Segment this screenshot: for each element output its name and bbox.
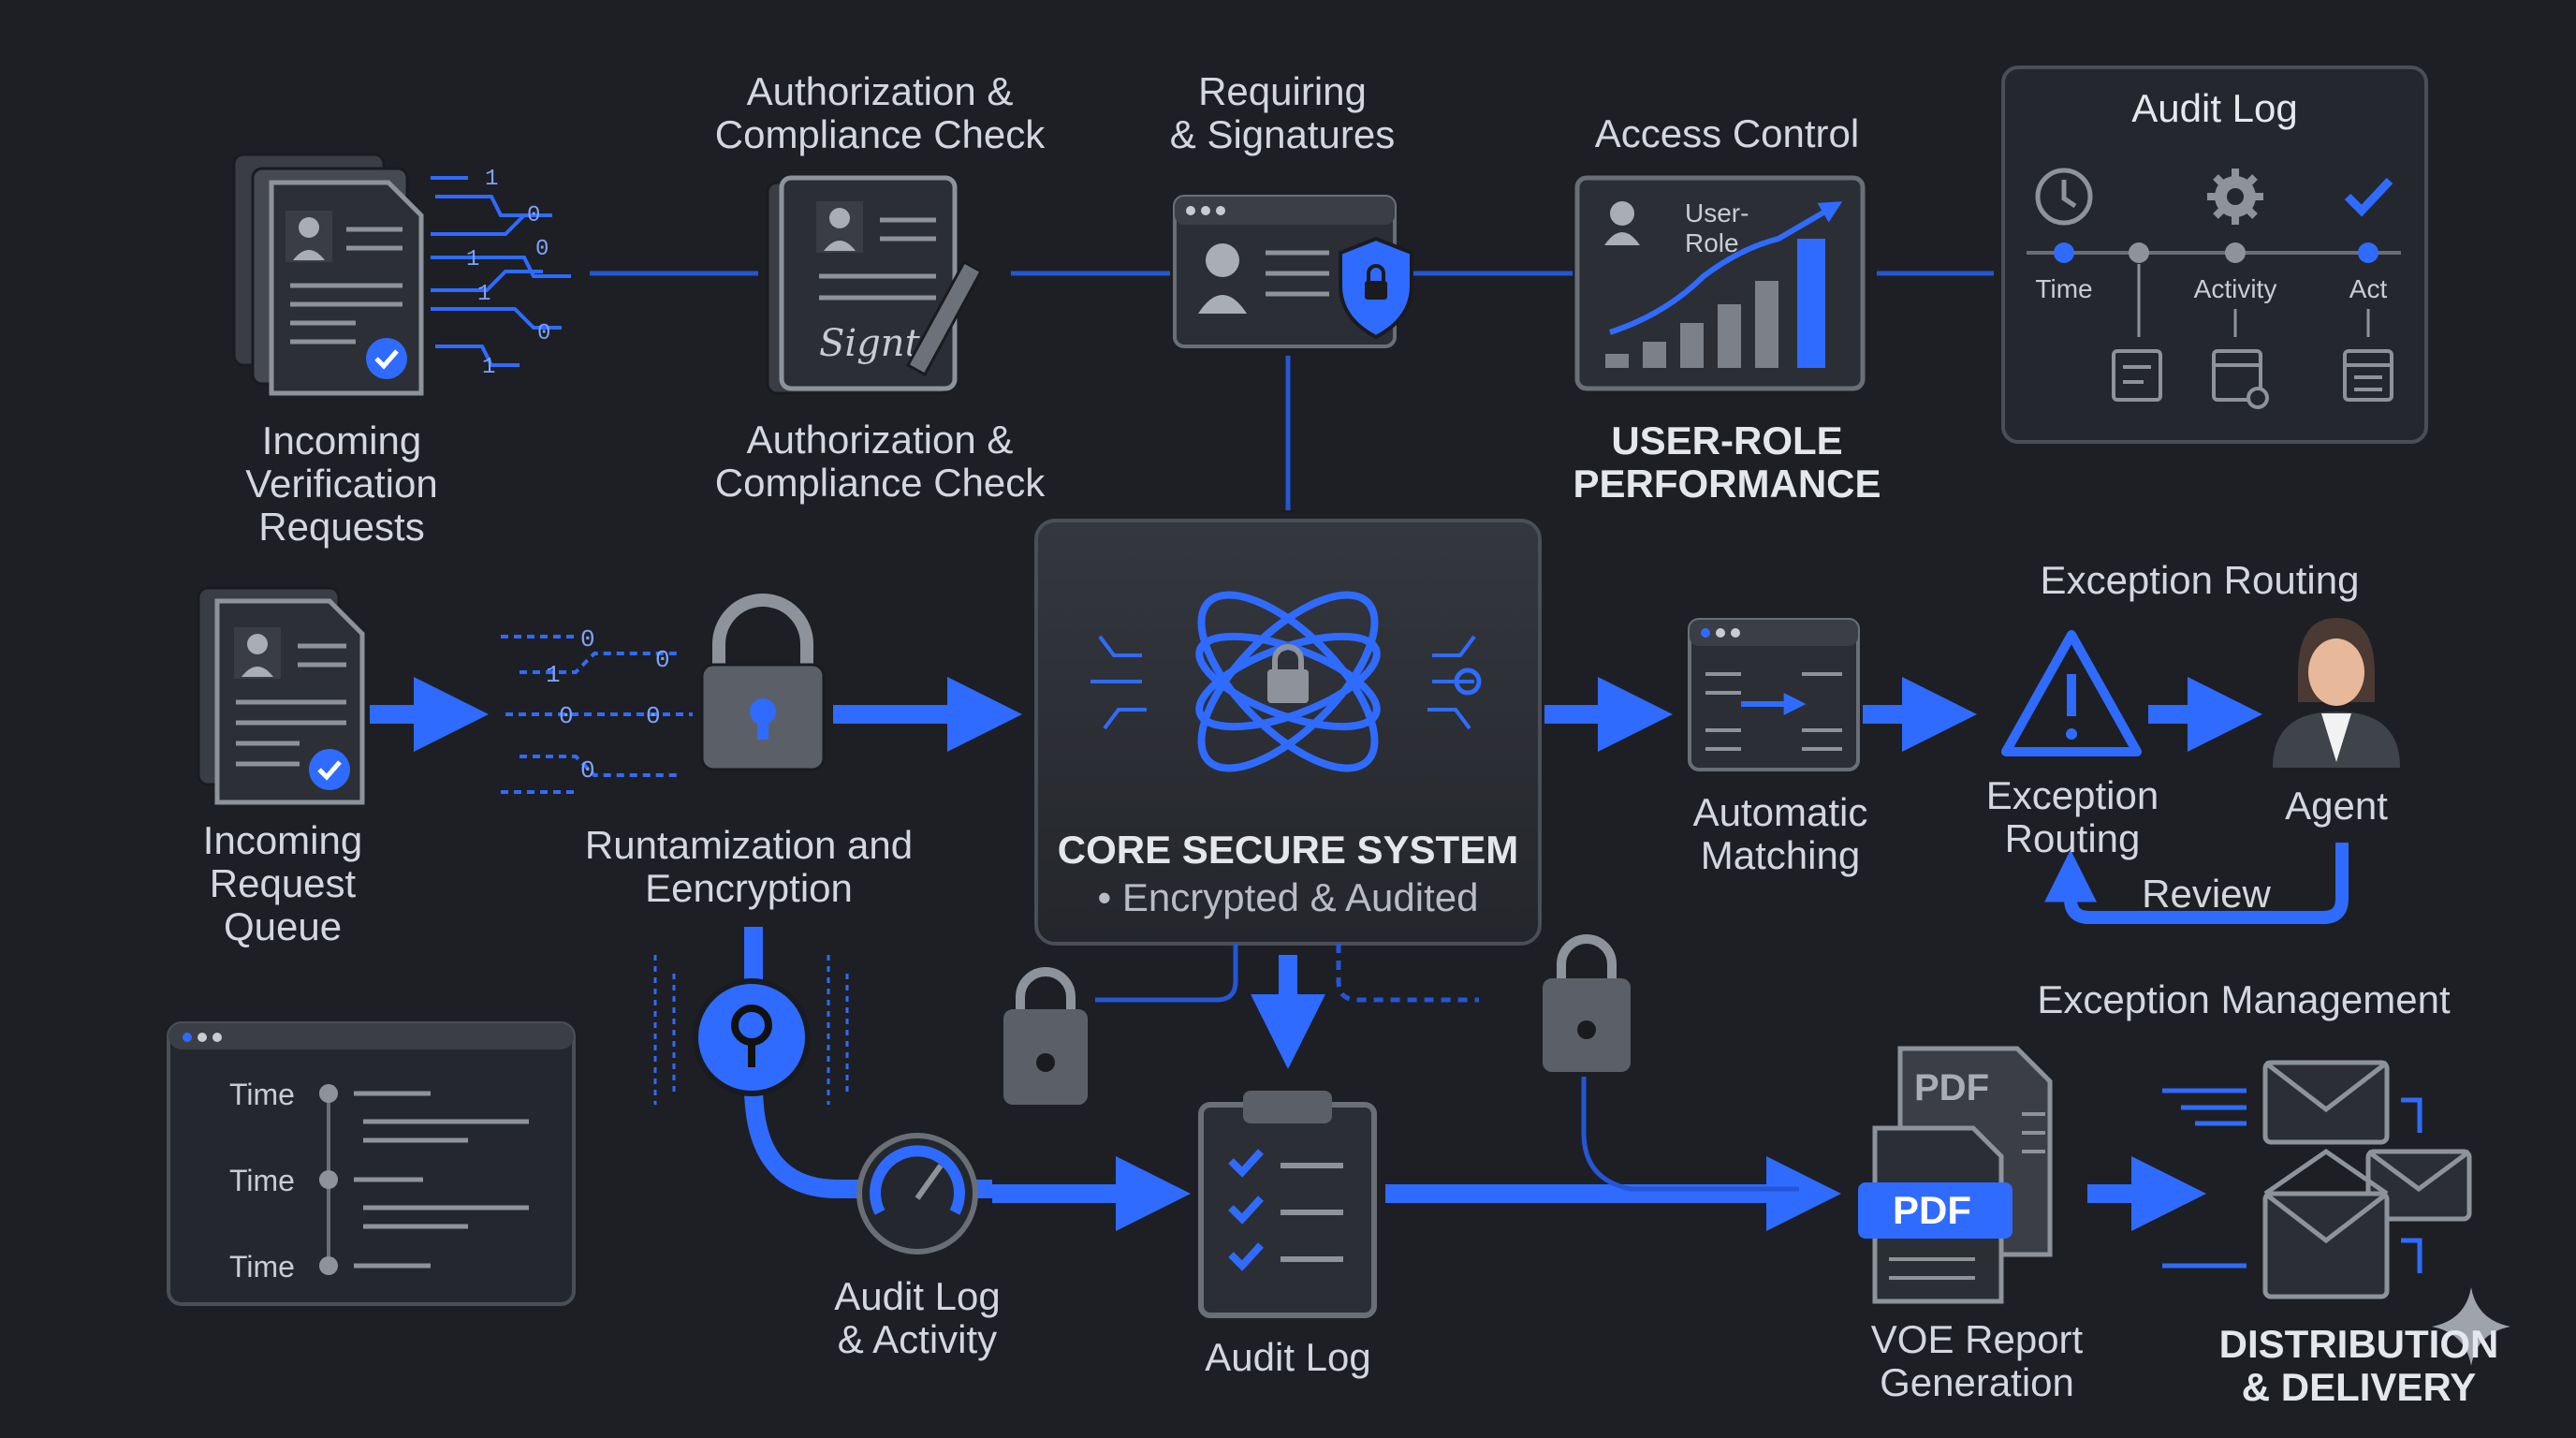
binary-digit: 0 <box>527 203 540 228</box>
incoming-queue-label: Incoming Request Queue <box>202 818 363 948</box>
envelopes-icon <box>2262 1060 2472 1299</box>
exception-routing-label: Exception Routing <box>1985 773 2159 860</box>
gauge-icon <box>856 1133 978 1255</box>
timeline-time-label: Time <box>229 1250 295 1284</box>
auto-matching-label: Automatic Matching <box>1692 790 1868 877</box>
binary-digits-top: 1 0 1 0 1 0 1 <box>466 167 550 380</box>
binary-digit: 0 <box>535 237 549 262</box>
exception-routing-title: Exception Routing <box>2040 558 2360 602</box>
binary-digit: 0 <box>580 625 595 653</box>
auth-compliance-top-label: Authorization & Compliance Check <box>714 69 1046 156</box>
binary-digit: 1 <box>482 355 495 380</box>
audit-time-label: Time <box>2035 274 2093 303</box>
access-control-label: Access Control <box>1594 111 1860 155</box>
padlock-bottom-right-icon <box>1543 934 1631 1072</box>
top-connectors <box>590 271 1994 510</box>
key-circuit-icon <box>653 927 992 1198</box>
pen-icon <box>905 259 984 377</box>
tokenization-label: Runtamization and Eencryption <box>584 823 914 910</box>
review-label: Review <box>2142 872 2271 916</box>
binary-stream-middle-icon <box>501 635 693 794</box>
checkmark-icon <box>2344 177 2393 217</box>
audit-log-bottom-label: Audit Log <box>1205 1335 1371 1379</box>
binary-digit: 0 <box>655 646 670 674</box>
pdf-back-label: PDF <box>1914 1067 1989 1108</box>
binary-digit: 0 <box>537 321 550 346</box>
binary-digit: 0 <box>580 756 595 785</box>
flow-arrows <box>370 677 2262 1231</box>
agent-icon <box>2273 618 2400 768</box>
binary-digit: 1 <box>485 167 498 192</box>
incoming-verification-label: Incoming Verification Requests <box>245 418 438 549</box>
speed-lines-icon <box>2162 1088 2422 1273</box>
document-stack-icon <box>232 153 424 396</box>
core-secure-system-panel <box>1034 519 1542 946</box>
edit-doc-icon <box>2112 349 2162 402</box>
verified-badge-icon <box>366 338 407 379</box>
exception-management-label: Exception Management <box>2037 977 2451 1021</box>
user-role-badge: User- Role <box>1685 198 1749 257</box>
clipboard-checklist-icon <box>1198 1091 1377 1318</box>
pdf-documents-icon: PDF PDF <box>1858 1046 2053 1304</box>
audit-log-panel-title: Audit Log <box>2131 86 2298 130</box>
audit-activity-label: Activity <box>2193 274 2277 303</box>
sparkle-icon <box>2432 1287 2510 1366</box>
timeline-time-label: Time <box>229 1078 295 1111</box>
auth-compliance-bottom-label: Authorization & Compliance Check <box>714 418 1046 505</box>
audit-log-panel <box>2001 66 2428 444</box>
timeline-window <box>167 1021 576 1306</box>
queue-document-icon <box>197 586 365 805</box>
user-role-performance-label: USER-ROLE PERFORMANCE <box>1573 418 1881 506</box>
distribution-delivery-label: DISTRIBUTION & DELIVERY <box>2218 1322 2499 1409</box>
clock-icon <box>2035 168 2093 226</box>
core-connectors <box>1095 944 1799 1192</box>
binary-digit: 0 <box>559 702 574 730</box>
binary-stream-icon <box>431 176 571 367</box>
binary-digit: 1 <box>477 282 490 307</box>
audit-activity-bottom-label: Audit Log & Activity <box>834 1274 1001 1361</box>
secure-browser-icon <box>1173 195 1413 348</box>
audit-act-label: Act <box>2349 274 2388 303</box>
warning-icon <box>2001 630 2142 756</box>
timeline-time-label: Time <box>229 1164 295 1197</box>
signature-text: Signt <box>819 322 921 365</box>
review-loop-arrow <box>2044 843 2349 924</box>
pdf-front-label: PDF <box>1893 1188 1971 1232</box>
core-system-subtitle: • Encrypted & Audited <box>1097 875 1479 919</box>
binary-digit: 1 <box>546 661 561 689</box>
performance-chart-icon <box>1574 175 1866 391</box>
core-system-title: CORE SECURE SYSTEM <box>1057 828 1519 872</box>
signed-document-icon: Signt <box>766 175 984 395</box>
padlock-icon <box>700 594 826 771</box>
calendar-list-icon <box>2343 349 2393 402</box>
voe-report-label: VOE Report Generation <box>1870 1317 2084 1404</box>
binary-digit: 0 <box>646 702 661 730</box>
calendar-x-icon <box>2212 349 2269 409</box>
padlock-bottom-left-icon <box>1003 967 1088 1105</box>
matching-window-icon <box>1688 618 1860 771</box>
gear-icon <box>2207 169 2263 225</box>
requiring-signatures-label: Requiring & Signatures <box>1169 69 1396 156</box>
agent-label: Agent <box>2285 784 2388 828</box>
binary-digit: 1 <box>466 247 479 272</box>
